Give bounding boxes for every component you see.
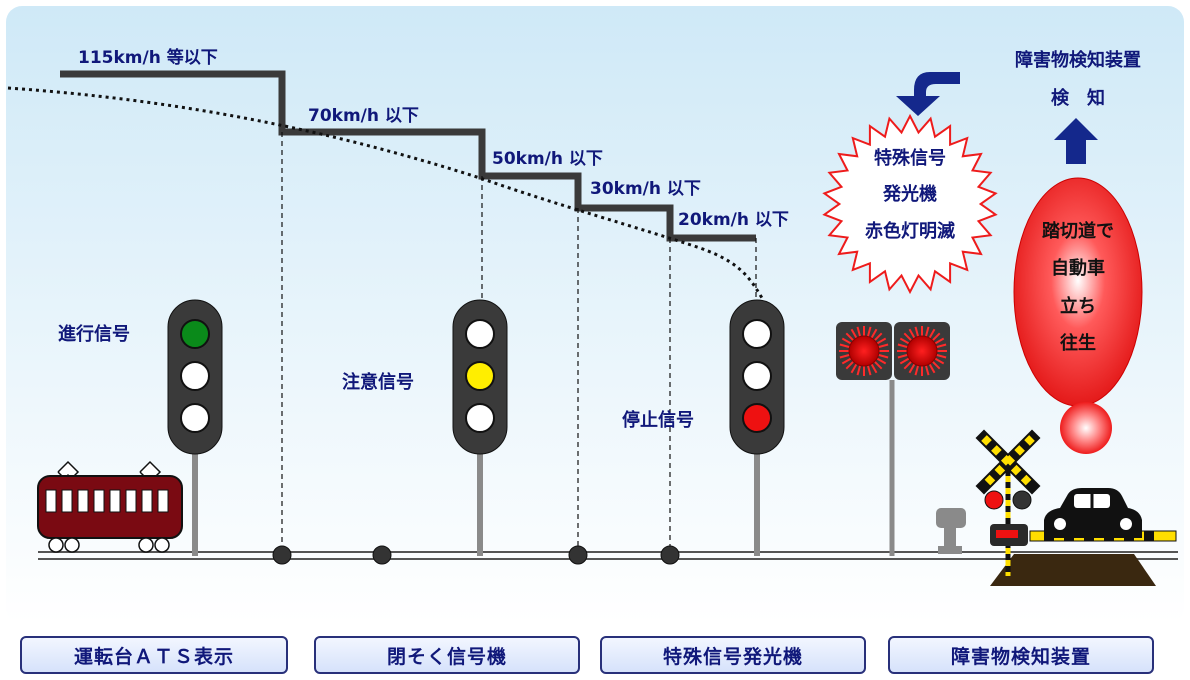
speed-label-30: 30km/h 以下 [590,179,701,199]
obstacle-detector-title: 障害物検知装置 [1015,49,1141,71]
stop-signal-label: 停止信号 [622,409,694,431]
balloon-line3: 立ち [1060,295,1096,317]
caution-signal-label: 注意信号 [342,371,414,393]
special-signal-line1: 特殊信号 [874,147,946,169]
ground-coils [272,545,680,565]
stop-signal [729,299,785,556]
ground-coil-guides [281,132,757,552]
obstacle-detector-button[interactable]: 障害物検知装置 [888,636,1154,674]
speed-label-50: 50km/h 以下 [492,149,603,169]
car-stuck-balloon [1013,177,1143,407]
balloon-line4: 往生 [1060,332,1096,354]
special-signal-line3: 赤色灯明滅 [865,220,955,242]
proceed-signal [167,299,223,556]
railway-track [38,551,1178,560]
special-signal-button[interactable]: 特殊信号発光機 [600,636,866,674]
speed-label-70: 70km/h 以下 [308,106,419,126]
block-signal-button[interactable]: 閉そく信号機 [314,636,580,674]
train [37,460,183,553]
level-crossing [936,429,1177,586]
speed-label-115: 115km/h 等以下 [78,47,218,68]
special-signal-lamp-unit [836,322,950,556]
special-signal-burst [822,113,998,295]
speed-step-line [60,70,756,242]
curved-arrow-icon [896,72,960,116]
caution-signal [452,299,508,556]
special-signal-line2: 発光機 [882,183,937,205]
speed-label-20: 20km/h 以下 [678,210,789,230]
balloon-line1: 踏切道で [1042,220,1114,242]
braking-curve [7,86,764,299]
thought-bubble [1060,402,1112,454]
proceed-signal-label: 進行信号 [58,323,130,345]
up-arrow-icon [1054,118,1098,164]
ats-display-button[interactable]: 運転台ＡＴＳ表示 [20,636,288,674]
obstacle-detect-label: 検 知 [1051,87,1105,109]
balloon-line2: 自動車 [1051,257,1105,279]
